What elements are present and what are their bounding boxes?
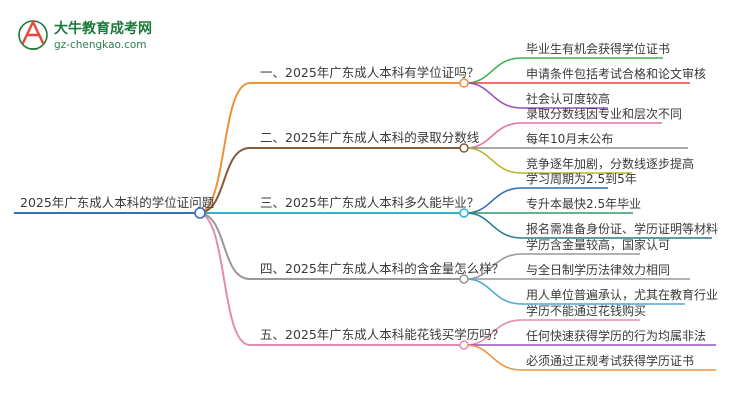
leaf-connector bbox=[465, 147, 523, 174]
root-collapse-toggle[interactable] bbox=[194, 207, 206, 219]
branch-collapse-toggle[interactable] bbox=[459, 340, 469, 350]
branch-topic-5: 五、2025年广东成人本科能花钱买学历吗？ bbox=[260, 327, 504, 342]
branch-topic-2: 二、2025年广东成人本科的录取分数线 bbox=[260, 130, 480, 145]
leaf-topic-1-1: 毕业生有机会获得学位证书 bbox=[526, 41, 670, 56]
logo-mark-icon bbox=[18, 19, 48, 50]
root-topic: 2025年广东成人本科的学位证问题 bbox=[20, 195, 215, 210]
branch-collapse-toggle[interactable] bbox=[459, 78, 469, 88]
leaf-topic-1-3: 社会认可度较高 bbox=[526, 91, 610, 106]
leaf-topic-1-2: 申请条件包括考试合格和论文审核 bbox=[526, 66, 706, 81]
branch-connector bbox=[197, 212, 251, 346]
leaf-topic-5-2: 任何快速获得学历的行为均属非法 bbox=[526, 328, 706, 343]
leaf-connector bbox=[465, 278, 523, 305]
branch-connector bbox=[197, 147, 251, 214]
logo-title: 大牛教育成考网 bbox=[54, 20, 152, 37]
logo-url: gz-chengkao.com bbox=[54, 39, 147, 51]
leaf-connector bbox=[465, 344, 523, 371]
nodes: 2025年广东成人本科的学位证问题 一、2025年广东成人本科有学位证吗？ 毕业生… bbox=[20, 41, 718, 368]
branch-topic-4: 四、2025年广东成人本科的含金量怎么样？ bbox=[260, 261, 504, 276]
leaf-connector bbox=[465, 212, 523, 239]
edges bbox=[14, 57, 716, 371]
branch-collapse-toggle[interactable] bbox=[459, 143, 469, 153]
branch-connector bbox=[197, 82, 251, 214]
leaf-topic-4-2: 与全日制学历法律效力相同 bbox=[526, 262, 670, 277]
leaf-topic-4-1: 学历含金量较高，国家认可 bbox=[526, 237, 670, 252]
leaf-topic-5-3: 必须通过正规考试获得学历证书 bbox=[526, 353, 694, 368]
leaf-topic-2-1: 录取分数线因专业和层次不同 bbox=[526, 106, 682, 121]
leaf-topic-3-1: 学习周期为2.5到5年 bbox=[526, 171, 637, 186]
leaf-topic-2-2: 每年10月末公布 bbox=[526, 131, 613, 146]
branch-topic-1: 一、2025年广东成人本科有学位证吗？ bbox=[260, 65, 479, 80]
branch-collapse-toggle[interactable] bbox=[459, 208, 469, 218]
logo: 大牛教育成考网 gz-chengkao.com bbox=[18, 19, 152, 51]
leaf-topic-3-3: 报名需准备身份证、学历证明等材料 bbox=[526, 221, 718, 236]
branch-connector bbox=[197, 212, 251, 280]
leaf-topic-4-3: 用人单位普遍承认，尤其在教育行业 bbox=[526, 287, 718, 302]
leaf-topic-3-2: 专升本最快2.5年毕业 bbox=[526, 196, 641, 211]
branch-topic-3: 三、2025年广东成人本科多久能毕业？ bbox=[260, 195, 479, 210]
leaf-topic-2-3: 竞争逐年加剧，分数线逐步提高 bbox=[526, 156, 694, 171]
leaf-connector bbox=[465, 82, 523, 109]
leaf-topic-5-1: 学历不能通过花钱购买 bbox=[526, 303, 646, 318]
branch-collapse-toggle[interactable] bbox=[459, 274, 469, 284]
